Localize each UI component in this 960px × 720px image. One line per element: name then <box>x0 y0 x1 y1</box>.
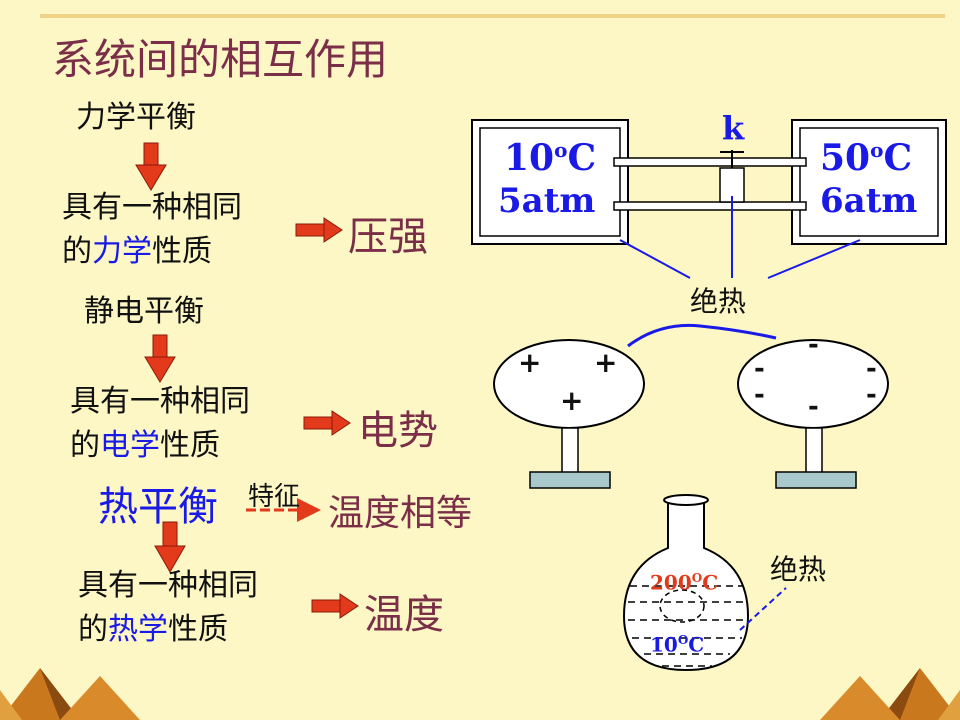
negative-charge: - <box>754 380 765 410</box>
outer-temperature-value: 10 <box>650 632 678 657</box>
left-temperature-value: 10 <box>504 137 555 179</box>
right-temperature-value: 50 <box>820 137 871 179</box>
electric-heading: 静电平衡 <box>84 294 204 329</box>
left-temperature-unit: C <box>567 137 597 179</box>
right-temperature-unit: C <box>883 137 913 179</box>
down-arrow-thermal <box>154 521 186 574</box>
positive-charge: + <box>518 346 542 379</box>
down-arrow-mechanical <box>135 142 167 191</box>
slide-title: 系统间的相互作用 <box>52 35 389 84</box>
negative-charge: - <box>808 392 819 422</box>
right-temperature-degree: o <box>870 138 884 162</box>
potential-label: 电势 <box>358 408 438 454</box>
thermal-line1: 具有一种相同 <box>78 568 258 603</box>
electric-line1: 具有一种相同 <box>70 384 250 419</box>
pressure-label: 压强 <box>348 214 428 260</box>
charge-diagram <box>493 323 889 489</box>
negative-charge: - <box>808 330 819 360</box>
right-arrow-temperature <box>311 593 359 619</box>
left-pressure: 5atm <box>498 181 596 221</box>
down-arrow-electric <box>144 334 176 383</box>
thermal-heading: 热平衡 <box>98 484 218 530</box>
thermal-highlight: 热学 <box>108 611 168 647</box>
mechanical-heading: 力学平衡 <box>76 100 196 135</box>
left-temperature: 10oC <box>504 140 596 176</box>
outer-temperature-unit: C <box>688 632 705 657</box>
corner-decoration-right <box>820 668 960 720</box>
inner-temperature: 200OC <box>650 572 718 593</box>
negative-charge: - <box>754 354 765 384</box>
electric-line2-post: 性质 <box>160 427 220 463</box>
right-pressure: 6atm <box>820 181 918 221</box>
cylinder-diagram <box>471 119 947 279</box>
outer-temperature-degree: O <box>677 633 689 647</box>
right-temperature: 50oC <box>820 140 912 176</box>
insulation-label-bottom: 绝热 <box>770 553 827 586</box>
inner-temperature-value: 200 <box>650 570 692 595</box>
thermal-description: 具有一种相同 的热学性质 <box>78 564 258 651</box>
insulation-label-top: 绝热 <box>690 285 747 318</box>
right-arrow-potential <box>303 410 351 436</box>
outer-temperature: 10OC <box>650 634 704 655</box>
electric-line2: 的电学性质 <box>70 424 250 468</box>
positive-charge: + <box>594 346 618 379</box>
mechanical-line2: 的力学性质 <box>62 230 242 274</box>
temperature-equal-label: 温度相等 <box>328 493 473 534</box>
mechanical-highlight: 力学 <box>92 233 152 269</box>
mechanical-line2-pre: 的 <box>62 233 92 269</box>
temperature-label: 温度 <box>364 592 444 638</box>
corner-decoration-left <box>0 668 140 720</box>
mechanical-line1: 具有一种相同 <box>62 190 242 225</box>
electric-description: 具有一种相同 的电学性质 <box>70 380 250 467</box>
electric-line2-pre: 的 <box>70 427 100 463</box>
thermal-line2-pre: 的 <box>78 611 108 647</box>
inner-temperature-unit: C <box>702 570 719 595</box>
negative-charge: - <box>866 354 877 384</box>
negative-charge: - <box>866 380 877 410</box>
mechanical-line2-post: 性质 <box>152 233 212 269</box>
left-temperature-degree: o <box>554 138 568 162</box>
valve-label: k <box>722 109 745 147</box>
feature-label: 特征 <box>248 482 301 512</box>
positive-charge: + <box>560 384 584 417</box>
flask-diagram <box>622 494 787 672</box>
thermal-line2-post: 性质 <box>168 611 228 647</box>
thermal-line2: 的热学性质 <box>78 608 258 652</box>
electric-highlight: 电学 <box>100 427 160 463</box>
mechanical-description: 具有一种相同 的力学性质 <box>62 186 242 273</box>
right-arrow-pressure <box>295 217 343 243</box>
inner-temperature-degree: O <box>691 571 703 585</box>
